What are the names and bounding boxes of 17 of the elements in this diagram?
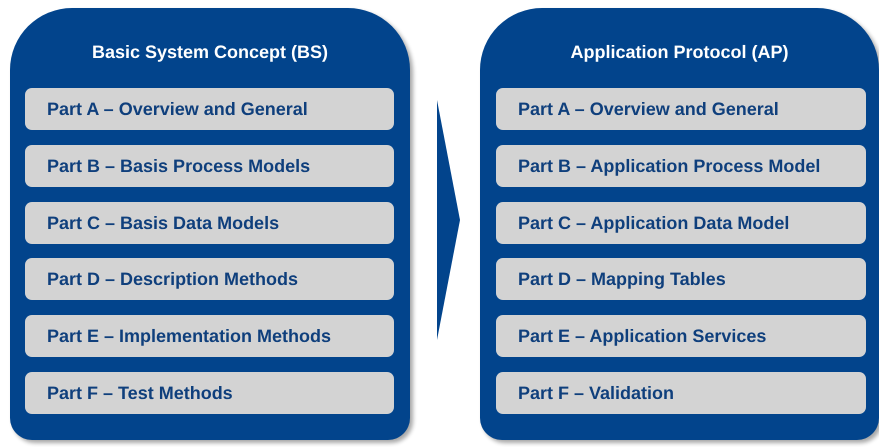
part-box: Part F – Validation: [496, 372, 866, 414]
group-panel: [480, 8, 879, 440]
part-box: Part D – Mapping Tables: [496, 258, 866, 300]
group-panel: [10, 8, 410, 440]
part-box: Part A – Overview and General: [25, 88, 394, 130]
part-box: Part B – Basis Process Models: [25, 145, 394, 187]
part-box: Part E – Implementation Methods: [25, 315, 394, 357]
part-box: Part A – Overview and General: [496, 88, 866, 130]
panel-heading: Application Protocol (AP): [570, 42, 790, 63]
chevron-arrow: [437, 100, 460, 340]
part-box: Part B – Application Process Model: [496, 145, 866, 187]
panel-heading: Basic System Concept (BS): [90, 42, 330, 63]
part-box: Part F – Test Methods: [25, 372, 394, 414]
part-box: Part E – Application Services: [496, 315, 866, 357]
part-box: Part D – Description Methods: [25, 258, 394, 300]
part-box: Part C – Basis Data Models: [25, 202, 394, 244]
part-box: Part C – Application Data Model: [496, 202, 866, 244]
